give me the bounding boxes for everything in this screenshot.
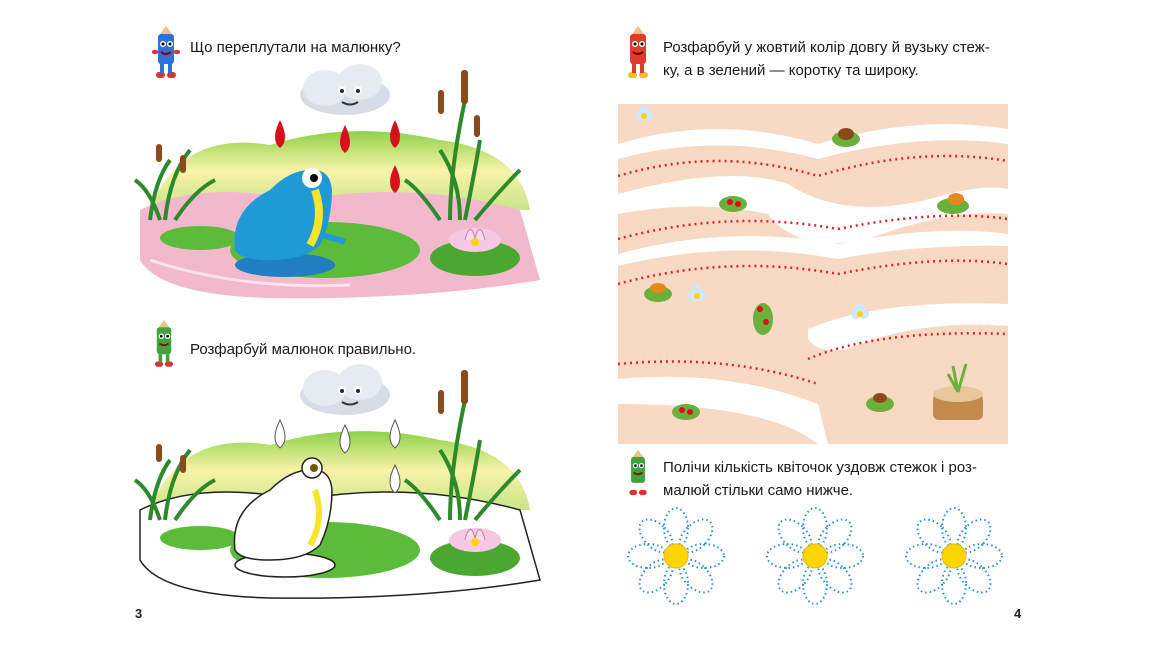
pond-illustration-colored: [133, 64, 540, 299]
task-paths-line1: Розфарбуй у жовтий колір довгу й вузьку …: [663, 39, 990, 56]
pencil-mascot-icon: [155, 320, 173, 367]
daisy-outline: [905, 507, 1003, 605]
dotted-daisies: [627, 507, 1003, 605]
task-coloring-text: Розфарбуй малюнок правильно.: [190, 341, 417, 358]
daisy-outline: [627, 507, 725, 605]
task-paths-line2: ку, а в зелений — коротку та широку.: [663, 62, 919, 79]
left-page: Що переплутали на малюнку?: [133, 26, 541, 621]
pencil-mascot-icon: [629, 450, 647, 496]
pond-illustration-uncolored: [133, 364, 541, 599]
task-question-text: Що переплутали на малюнку?: [190, 39, 401, 56]
daisy-outline: [766, 507, 864, 605]
task-count-line2: малюй стільки само нижче.: [663, 482, 854, 499]
pencil-mascot-icon: [628, 26, 648, 78]
task-count-text: Полічи кількість квіточок уздовж стежок …: [663, 456, 977, 502]
pencil-mascot-icon: [152, 26, 180, 78]
task-count-line1: Полічи кількість квіточок уздовж стежок …: [663, 459, 977, 476]
page-number: 4: [1014, 606, 1022, 621]
right-page: Розфарбуй у жовтий колір довгу й вузьку …: [578, 0, 1156, 650]
page-number: 3: [135, 606, 143, 621]
task-paths-text: Розфарбуй у жовтий колір довгу й вузьку …: [663, 36, 990, 82]
paths-maze: [618, 104, 1008, 444]
flowers-decor: [635, 105, 983, 420]
